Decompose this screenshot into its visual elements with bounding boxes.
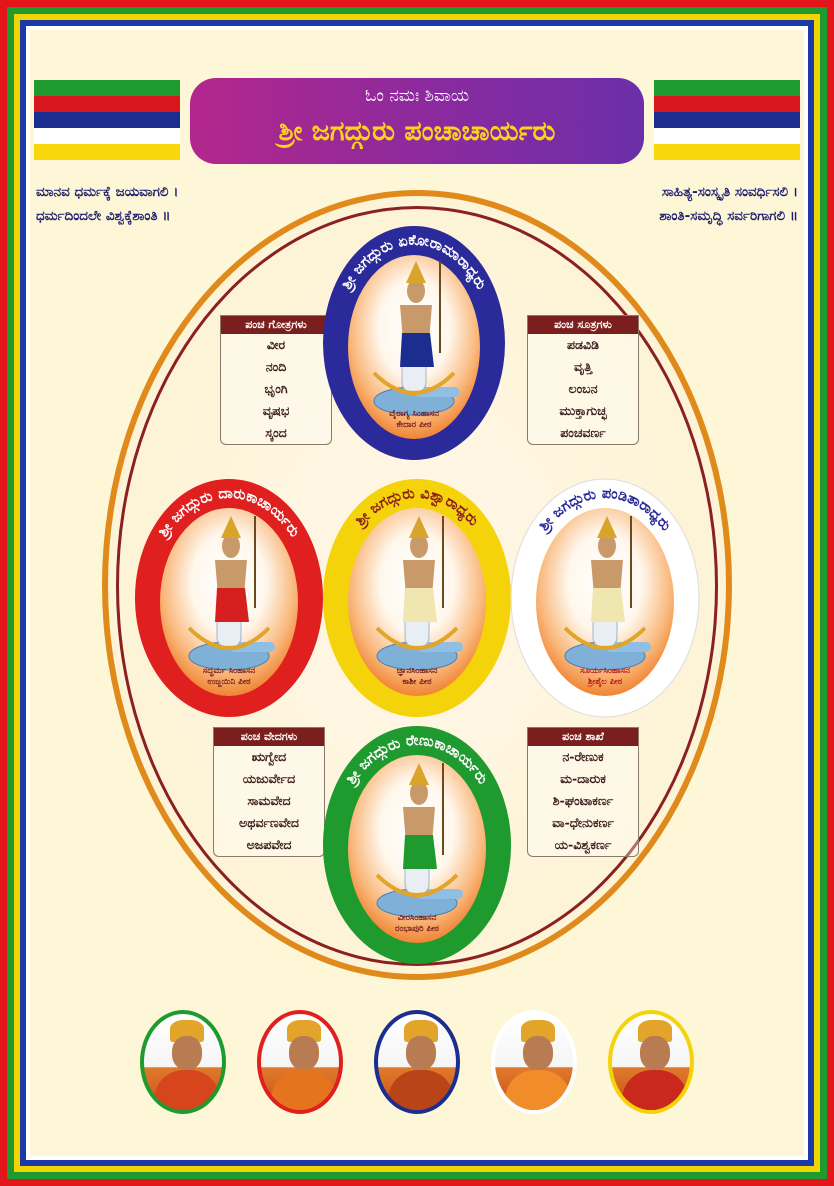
list-item: ವೀರ [266, 337, 286, 352]
portrait-guru-5 [608, 1010, 694, 1114]
acharya-figure-icon [400, 261, 441, 367]
list-item: ಶಿ-ಘಂಟಾಕರ್ಣ [552, 793, 614, 808]
seat-name: ಸದ್ಧರ್ಮ ಸಿಂಹಾಸನ [202, 666, 256, 676]
medallion-left: ಶ್ರೀ ಜಗದ್ಗುರು ದಾರುಕಾಚಾರ್ಯರುಸದ್ಧರ್ಮ ಸಿಂಹಾ… [134, 478, 324, 718]
portrait-guru-1 [140, 1010, 226, 1114]
robe [388, 1070, 454, 1110]
list-item: ನ-ರೇಣುಕ [562, 749, 604, 764]
crown-icon [287, 1020, 321, 1042]
list-item: ಭೃಂಗಿ [264, 381, 288, 396]
acharya-figure-icon [591, 516, 632, 622]
medallion-ring: ಶ್ರೀ ಜಗದ್ಗುರು ದಾರುಕಾಚಾರ್ಯರು [135, 479, 323, 717]
medallion-ring: ಶ್ರೀ ಜಗದ್ಗುರು ಪಂಡಿತಾರಾಧ್ಯರು [510, 478, 700, 718]
crown-icon [521, 1020, 555, 1042]
list-item: ಯಜುರ್ವೇದ [242, 771, 296, 786]
box-heading: ಪಂಚ ಶಾಖೆ [528, 728, 638, 746]
slogan-left-line1: ಮಾನವ ಧರ್ಮಕ್ಕೆ ಜಯವಾಗಲಿ । [36, 184, 179, 200]
list-item: ಪಡವಿಡಿ [567, 337, 599, 352]
face [640, 1036, 670, 1070]
slogan-left-line2: ಧರ್ಮದಿಂದಲೇ ವಿಶ್ವಕ್ಕೆಶಾಂತಿ ॥ [36, 208, 171, 224]
medallion-ring: ಶ್ರೀ ಜಗದ್ಗುರು ಏಕೋರಾಮಾರಾಧ್ಯರು [323, 226, 505, 460]
acharya-figure-icon [215, 516, 256, 622]
acharya-figure-icon [403, 516, 444, 622]
page-title: ಶ್ರೀ ಜಗದ್ಗುರು ಪಂಚಾಚಾರ್ಯರು [278, 116, 556, 147]
flag-stripes-left [34, 80, 180, 160]
slogan-right-line1: ಸಾಹಿತ್ಯ-ಸಂಸ್ಕೃತಿ ಸಂವರ್ಧಿಸಲಿ । [661, 184, 798, 200]
robe [154, 1070, 220, 1110]
crown-icon [170, 1020, 204, 1042]
box-pancha-veda: ಪಂಚ ವೇದಗಳು ಋಗ್ವೇದ ಯಜುರ್ವೇದ ಸಾಮವೇದ ಅಥರ್ವಣ… [213, 727, 325, 857]
medallion-ring: ಶ್ರೀ ಜಗದ್ಗುರು ರೇಣುಕಾಚಾರ್ಯರು [323, 726, 511, 964]
peetha-name: ಶ್ರೀಶೈಲ ಪೀಠ [587, 677, 623, 687]
list-item: ಮ-ದಾರುಕ [560, 771, 606, 786]
slogan-right-line2: ಶಾಂತಿ-ಸಮೃದ್ಧಿ ಸರ್ವರಿಗಾಗಲಿ ॥ [659, 208, 798, 224]
seat-name: ಸೂರ್ಯಸಿಂಹಾಸನ [580, 666, 630, 676]
list-item: ಪಂಚವರ್ಣ [560, 425, 606, 440]
list-item: ಯ-ವಿಶ್ವಕರ್ಣ [554, 837, 612, 852]
peetha-name: ಕಾಶೀ ಪೀಠ [402, 677, 432, 687]
box-heading: ಪಂಚ ಗೋತ್ರಗಳು [221, 316, 331, 334]
list-item: ಸಾಮವೇದ [247, 793, 291, 808]
flag-stripes-right [654, 80, 800, 160]
list-item: ವೃಷಭ [262, 403, 290, 418]
central-oval-inner-ring [116, 206, 718, 966]
portrait-guru-2 [257, 1010, 343, 1114]
slogan-left: ಮಾನವ ಧರ್ಮಕ್ಕೆ ಜಯವಾಗಲಿ । ಧರ್ಮದಿಂದಲೇ ವಿಶ್ವ… [36, 180, 178, 228]
box-heading: ಪಂಚ ಸೂತ್ರಗಳು [528, 316, 638, 334]
box-pancha-sutra: ಪಂಚ ಸೂತ್ರಗಳು ಪಡವಿಡಿ ವೃತ್ತಿ ಲಂಬನ ಮುಕ್ತಾಗು… [527, 315, 639, 445]
seat-name: ಜ್ಞಾನಸಿಂಹಾಸನ [396, 666, 438, 676]
face [172, 1036, 202, 1070]
list-item: ಅಥರ್ವಣವೇದ [239, 815, 299, 830]
poster-canvas: ಓಂ ನಮಃ ಶಿವಾಯ ಶ್ರೀ ಜಗದ್ಗುರು ಪಂಚಾಚಾರ್ಯರು ಮ… [30, 30, 804, 1156]
box-pancha-gotra: ಪಂಚ ಗೋತ್ರಗಳು ವೀರ ನಂದಿ ಭೃಂಗಿ ವೃಷಭ ಸ್ಕಂದ [220, 315, 332, 445]
crown-icon [404, 1020, 438, 1042]
medallion-ring: ಶ್ರೀ ಜಗದ್ಗುರು ವಿಶ್ವಾರಾಧ್ಯರು [323, 479, 511, 717]
portrait-guru-3 [374, 1010, 460, 1114]
shivalinga-icon [375, 858, 463, 918]
robe [505, 1070, 571, 1110]
box-heading: ಪಂಚ ವೇದಗಳು [214, 728, 324, 746]
robe [622, 1070, 688, 1110]
list-item: ವೃತ್ತಿ [574, 359, 592, 374]
list-item: ನಂದಿ [265, 359, 287, 374]
seat-name: ವೀರಸಿಂಹಾಸನ [397, 913, 437, 923]
peetha-name: ಕೇದಾರ ಪೀಠ [396, 420, 432, 430]
invocation-text: ಓಂ ನಮಃ ಶಿವಾಯ [364, 86, 470, 106]
list-item: ವಾ-ಧೇನುಕರ್ಣ [552, 815, 614, 830]
peetha-name: ರಂಭಾಪುರಿ ಪೀಠ [395, 924, 439, 934]
face [289, 1036, 319, 1070]
title-banner: ಓಂ ನಮಃ ಶಿವಾಯ ಶ್ರೀ ಜಗದ್ಗುರು ಪಂಚಾಚಾರ್ಯರು [190, 78, 644, 164]
list-item: ಅಜಪವೇದ [246, 837, 292, 852]
robe [271, 1070, 337, 1110]
portrait-guru-4 [491, 1010, 577, 1114]
peetha-name: ಉಜ್ಜಯಿನಿ ಪೀಠ [207, 677, 251, 687]
list-item: ಮುಕ್ತಾಗುಚ್ಛ [559, 403, 607, 418]
acharya-figure-icon [403, 763, 444, 869]
medallion-top: ಶ್ರೀ ಜಗದ್ಗುರು ಏಕೋರಾಮಾರಾಧ್ಯರುವೈರಾಗ್ಯ ಸಿಂಹ… [322, 225, 506, 461]
box-pancha-shakhe: ಪಂಚ ಶಾಖೆ ನ-ರೇಣುಕ ಮ-ದಾರುಕ ಶಿ-ಘಂಟಾಕರ್ಣ ವಾ-… [527, 727, 639, 857]
crown-icon [638, 1020, 672, 1042]
face [523, 1036, 553, 1070]
list-item: ಲಂಬನ [568, 381, 598, 396]
seat-name: ವೈರಾಗ್ಯ ಸಿಂಹಾಸನ [389, 409, 439, 419]
slogan-right: ಸಾಹಿತ್ಯ-ಸಂಸ್ಕೃತಿ ಸಂವರ್ಧಿಸಲಿ । ಶಾಂತಿ-ಸಮೃದ… [659, 180, 798, 228]
list-item: ಋಗ್ವೇದ [251, 749, 287, 764]
list-item: ಸ್ಕಂದ [265, 425, 287, 440]
face [406, 1036, 436, 1070]
